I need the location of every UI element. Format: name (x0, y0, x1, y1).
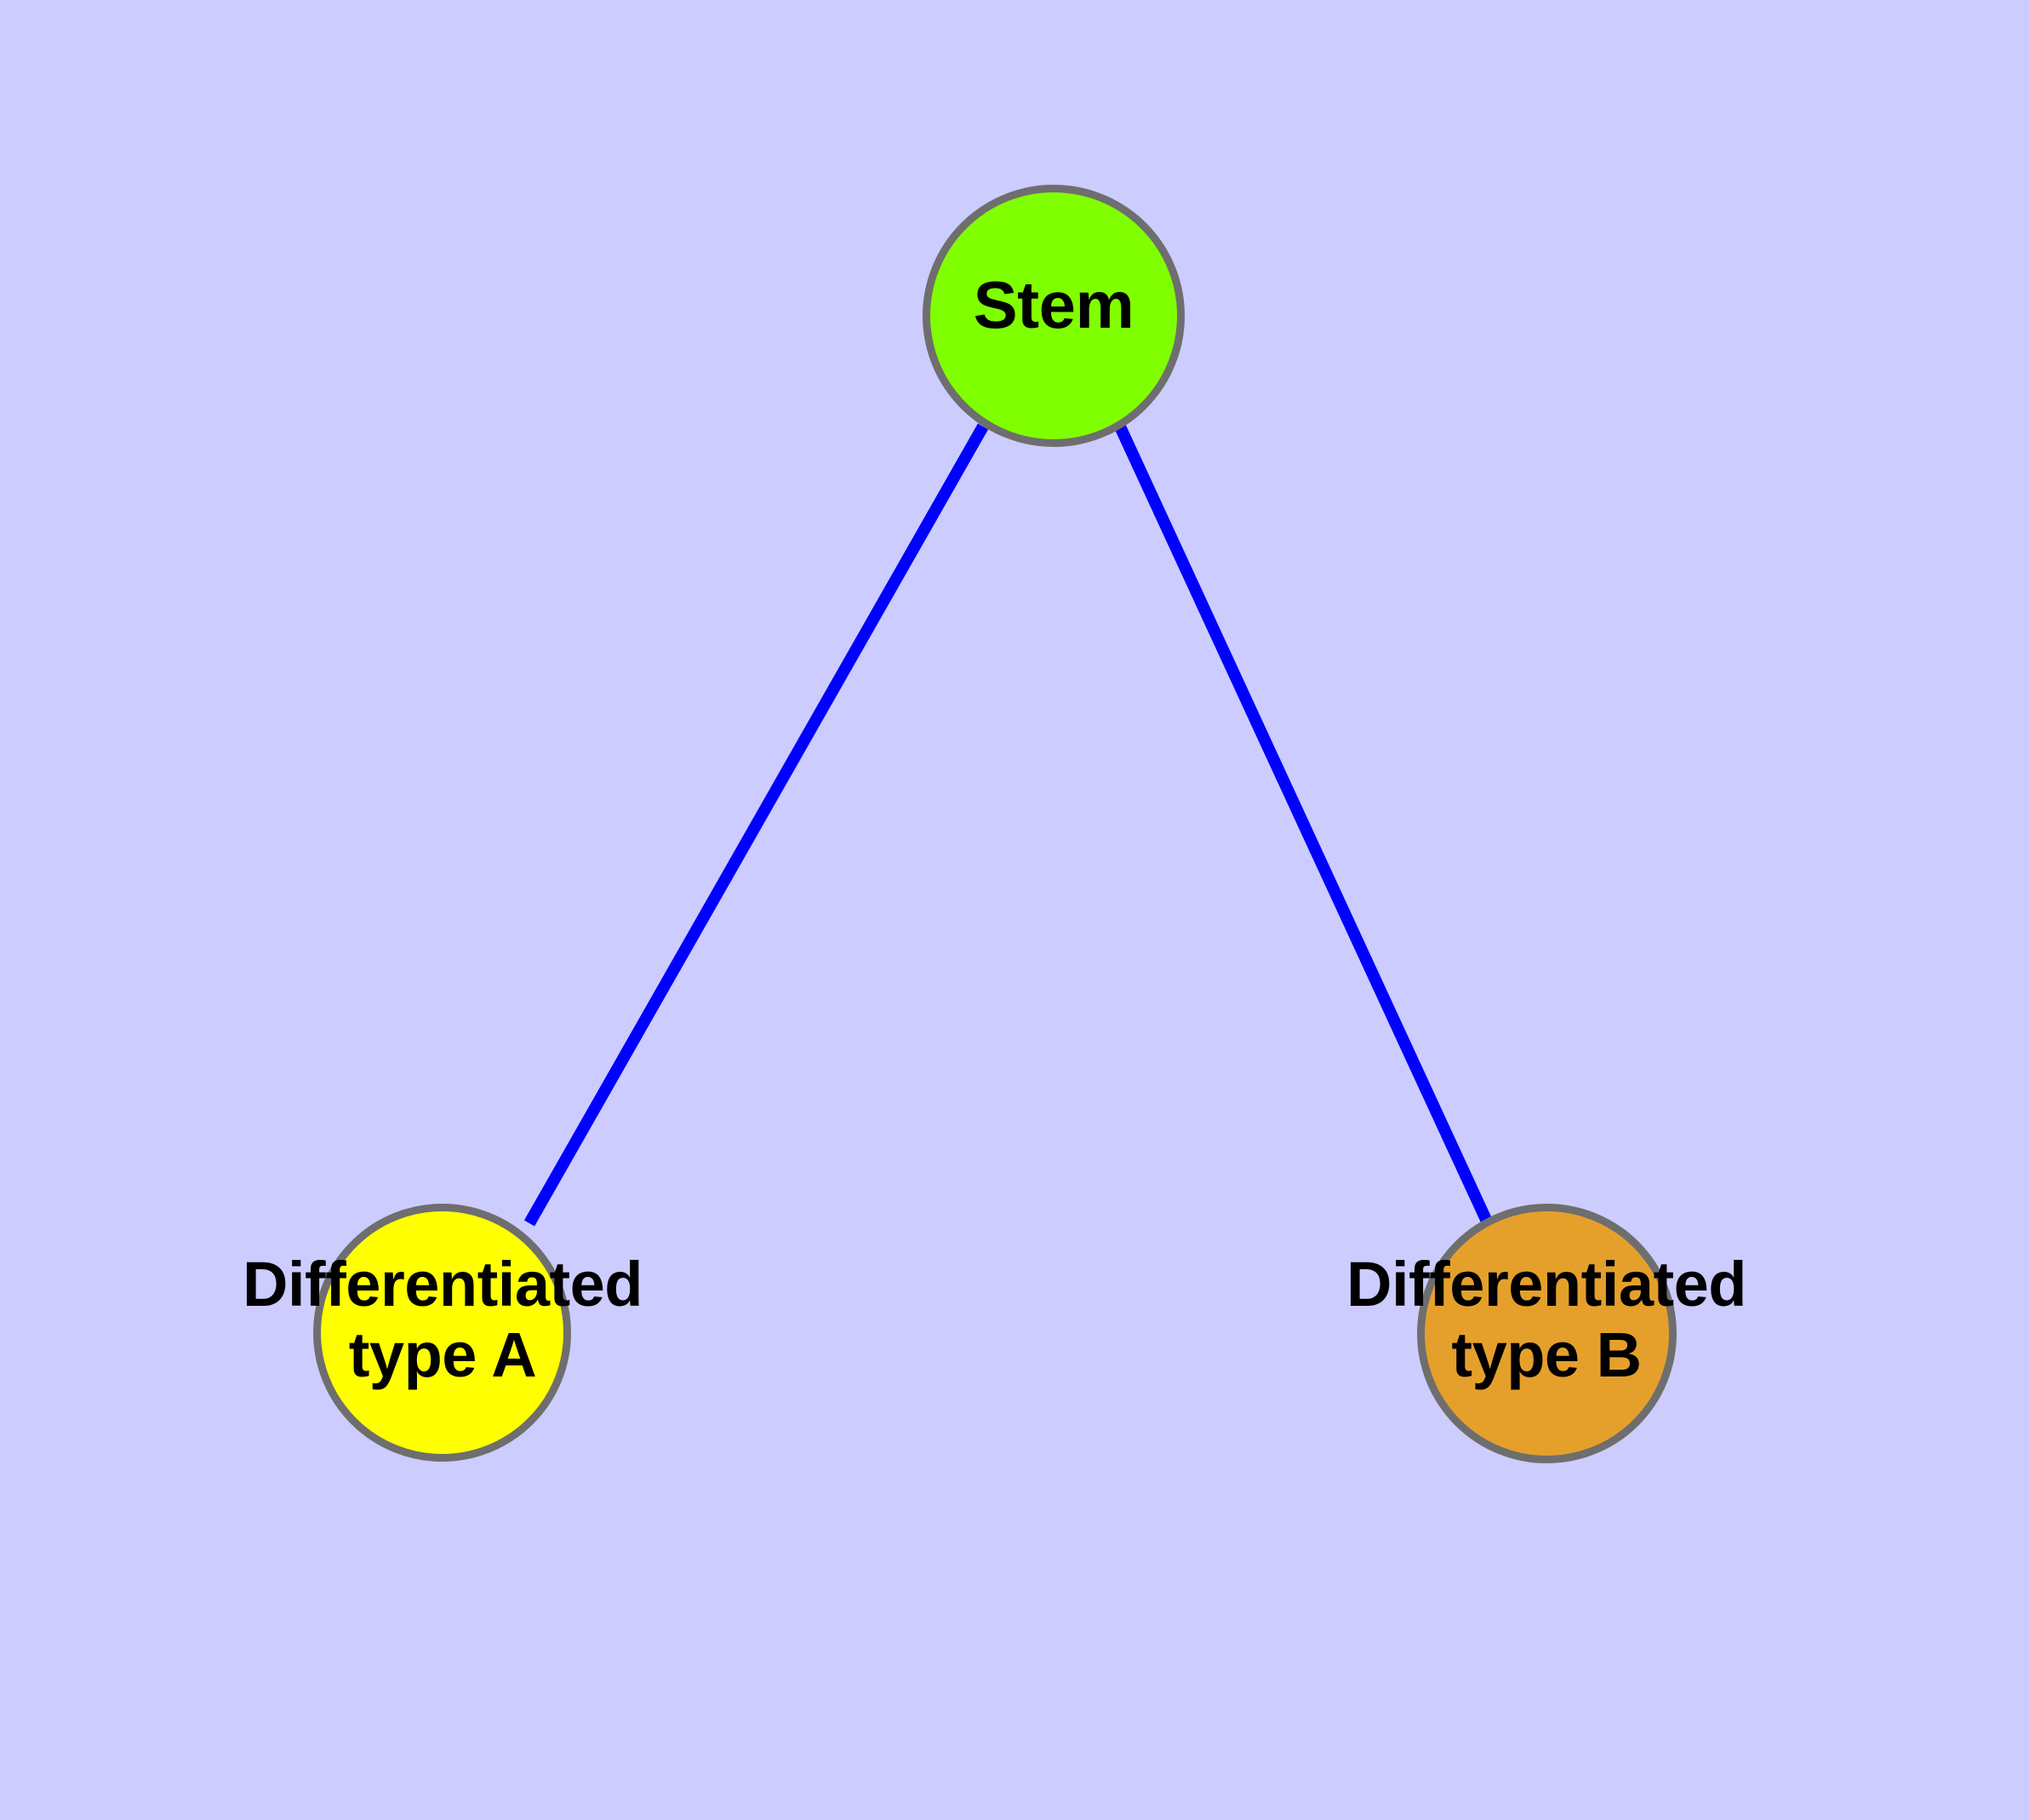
node-differentiated-type-b[interactable] (1417, 1204, 1677, 1463)
node-stem[interactable] (923, 185, 1185, 447)
edge-stem-to-differentiated-type-a[interactable] (523, 423, 989, 1227)
node-differentiated-type-a[interactable] (313, 1204, 571, 1462)
edge-stem-to-differentiated-type-b[interactable] (1113, 422, 1494, 1226)
